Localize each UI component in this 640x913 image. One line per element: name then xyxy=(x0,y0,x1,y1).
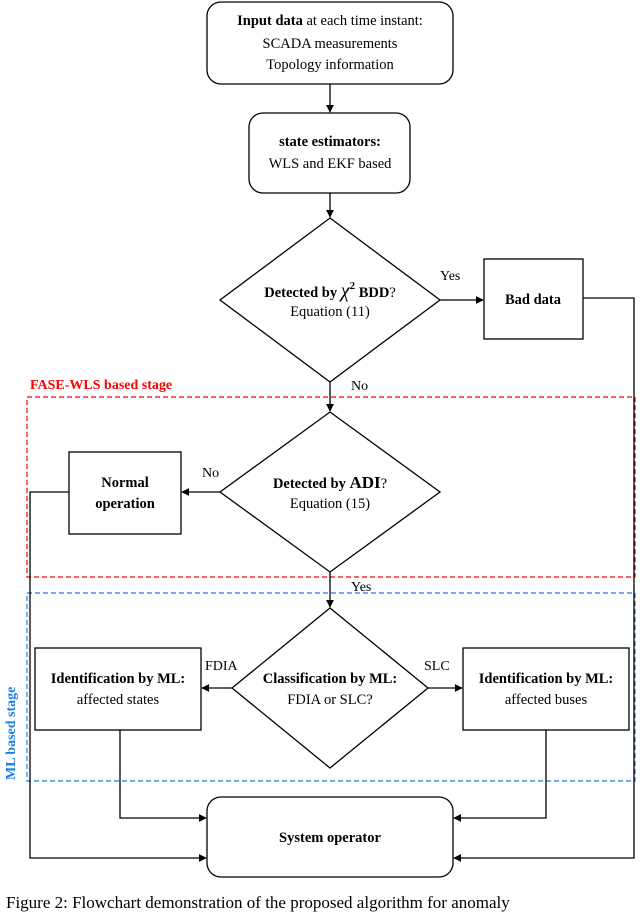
adi-line2: Equation (15) xyxy=(290,496,370,512)
state-estimators-line1: state estimators: xyxy=(279,134,381,150)
input-data-line3: Topology information xyxy=(266,57,394,73)
input-data-line2: SCADA measurements xyxy=(263,36,398,52)
fase-wls-stage-label: FASE-WLS based stage xyxy=(30,378,172,393)
chi2-bdd-line1: Detected by χ2 BDD? xyxy=(264,280,396,302)
edge-label-adi-no: No xyxy=(202,466,219,481)
edge-buses-to-operator xyxy=(453,730,547,822)
classification-line2: FDIA or SLC? xyxy=(287,692,372,708)
adi-line1: Detected by ADI? xyxy=(273,473,387,492)
normal-operation-line2: operation xyxy=(95,496,155,512)
ml-stage-box xyxy=(26,592,636,782)
bad-data-label: Bad data xyxy=(505,292,562,308)
fase-wls-stage-box xyxy=(26,396,636,578)
bad-data-node xyxy=(483,258,584,340)
identification-buses-line1: Identification by ML: xyxy=(479,671,614,687)
ml-stage-label: ML based stage xyxy=(4,687,19,780)
normal-operation-line1: Normal xyxy=(101,475,149,491)
figure-caption: Figure 2: Flowchart demonstration of the… xyxy=(6,893,510,912)
identification-states-node xyxy=(34,647,202,731)
edge-label-slc: SLC xyxy=(424,659,450,674)
identification-states-line2: affected states xyxy=(77,692,160,708)
adi-decision xyxy=(218,411,442,573)
edge-label-chi2-no: No xyxy=(351,379,368,394)
edge-label-adi-yes: Yes xyxy=(351,580,371,595)
edge-normal-to-operator xyxy=(29,491,207,862)
identification-buses-line2: affected buses xyxy=(505,692,588,708)
system-operator-node xyxy=(206,796,454,878)
normal-operation-node xyxy=(68,451,182,535)
edge-label-fdia: FDIA xyxy=(205,659,239,674)
identification-buses-node xyxy=(462,647,630,731)
input-data-line1: Input data at each time instant: xyxy=(237,13,423,29)
system-operator-label: System operator xyxy=(279,830,381,846)
chi2-bdd-line2: Equation (11) xyxy=(290,304,370,320)
edge-bad-data-to-operator xyxy=(453,297,635,862)
classification-decision xyxy=(230,607,430,769)
edge-states-to-operator xyxy=(119,730,207,822)
state-estimators-node xyxy=(248,112,411,194)
edge-label-chi2-yes: Yes xyxy=(440,269,460,284)
classification-line1: Classification by ML: xyxy=(263,671,398,687)
identification-states-line1: Identification by ML: xyxy=(51,671,186,687)
state-estimators-line2: WLS and EKF based xyxy=(269,156,393,172)
